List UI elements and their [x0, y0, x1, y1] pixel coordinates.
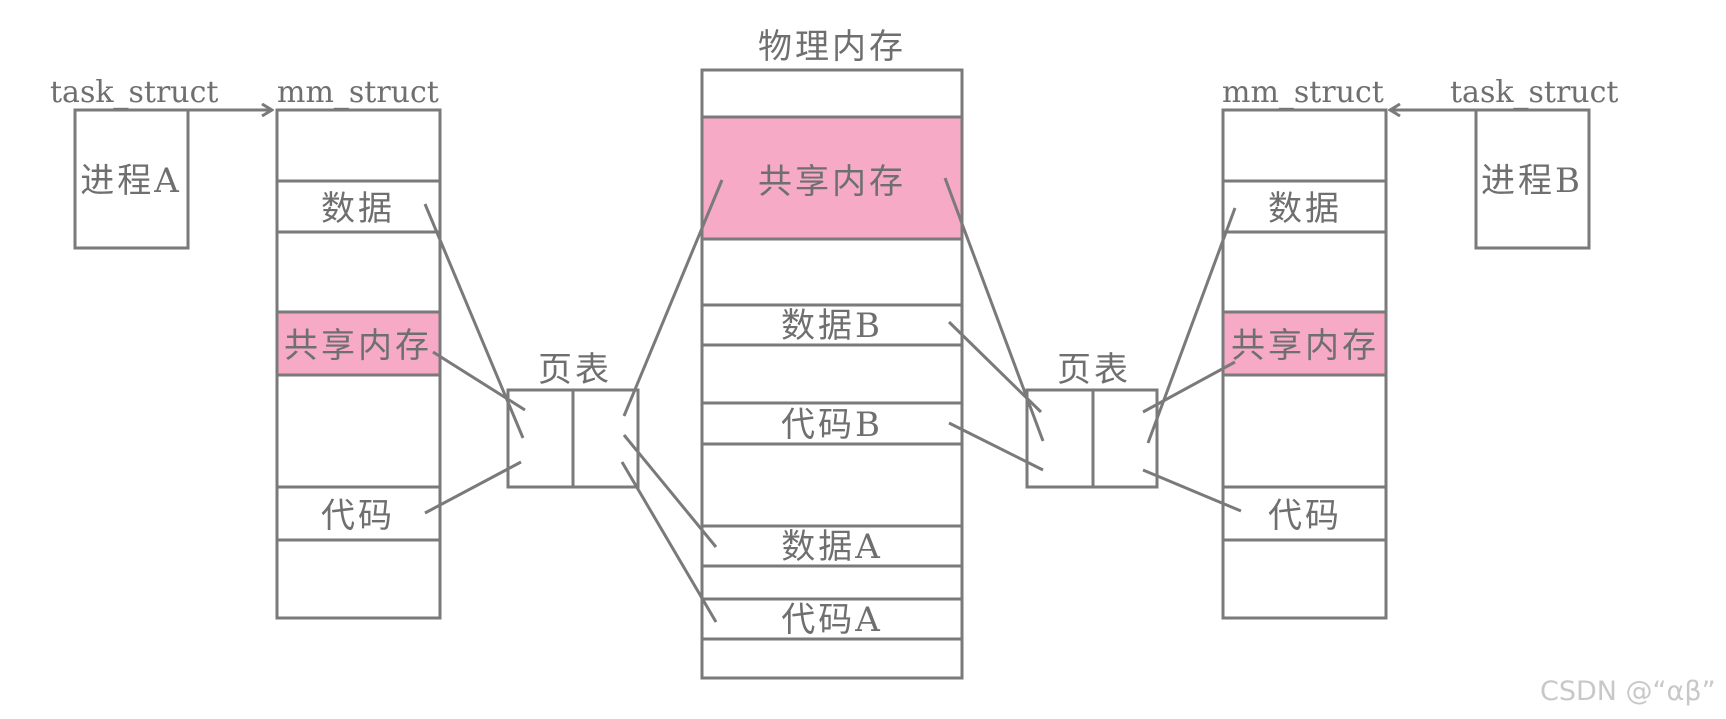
mm-struct-label-a: mm_struct [277, 75, 439, 110]
physical-memory [700, 68, 964, 680]
phys-shared-label: 共享内存 [758, 162, 906, 202]
process-a-label: 进程A [80, 161, 182, 201]
mm-b-data-label: 数据 [1268, 189, 1342, 229]
mm-a-data-cell [275, 179, 442, 234]
phys-code-a-cell [700, 597, 964, 641]
task-struct-label-b: task_struct [1450, 75, 1619, 110]
mm-struct-b [1221, 108, 1388, 620]
physical-memory-title: 物理内存 [758, 27, 906, 67]
phys-data-b-cell [700, 303, 964, 347]
phys-shared-cell [700, 115, 964, 241]
mapping-lines-a [423, 179, 724, 623]
phys-data-b-label: 数据B [781, 306, 883, 346]
watermark: CSDN @“αβ” [1540, 676, 1716, 707]
page-table-label-b: 页表 [1057, 350, 1131, 390]
page-table-a [506, 388, 640, 489]
mm-b-shared-label: 共享内存 [1231, 326, 1379, 366]
page-table-b [1025, 388, 1159, 489]
process-b-box [1474, 108, 1591, 250]
phys-code-b-label: 代码B [781, 405, 883, 445]
mm-a-shared-cell [275, 310, 442, 377]
mm-a-shared-label: 共享内存 [284, 326, 432, 366]
process-b-label: 进程B [1481, 161, 1583, 201]
mm-b-code-cell [1221, 485, 1388, 542]
process-a-box [73, 108, 190, 250]
phys-data-a-label: 数据A [781, 527, 883, 567]
mm-a-data-label: 数据 [321, 189, 395, 229]
phys-code-b-cell [700, 401, 964, 446]
mm-struct-label-b: mm_struct [1222, 75, 1384, 110]
mm-struct-a [275, 108, 442, 620]
mm-b-code-label: 代码 [1268, 496, 1342, 536]
mm-b-data-cell [1221, 179, 1388, 234]
mm-b-shared-cell [1221, 310, 1388, 377]
mapping-lines-b [943, 177, 1242, 513]
page-table-label-a: 页表 [538, 350, 612, 390]
phys-data-a-cell [700, 524, 964, 568]
mm-a-code-label: 代码 [321, 496, 395, 536]
task-struct-label-a: task_struct [50, 75, 219, 110]
mm-a-code-cell [275, 485, 442, 542]
phys-code-a-label: 代码A [781, 600, 883, 640]
